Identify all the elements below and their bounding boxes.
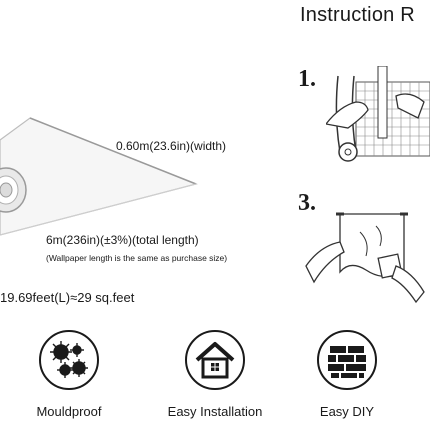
step-3-illustration	[305, 212, 425, 304]
easy-installation-label: Easy Installation	[167, 404, 263, 419]
step-3-number: 3.	[298, 190, 316, 216]
area-text: 19.69feet(L)≈29 sq.feet	[0, 290, 135, 305]
step-1-illustration	[326, 66, 430, 162]
feature-mouldproof: Mouldproof	[14, 330, 124, 419]
mouldproof-label: Mouldproof	[36, 404, 102, 419]
instruction-title: Instruction R	[300, 4, 415, 26]
feature-easy-diy: Easy DIY	[292, 330, 402, 419]
width-dimension: 0.60m(23.6in)(width)	[116, 139, 227, 153]
house-icon	[185, 330, 245, 390]
length-dimension: 6m(236in)(±3%)(total length)	[46, 233, 199, 247]
easy-diy-label: Easy DIY	[319, 404, 375, 419]
brick-wall-icon	[317, 330, 377, 390]
feature-easy-installation: Easy Installation	[160, 330, 270, 419]
length-note: (Wallpaper length is the same as purchas…	[46, 253, 228, 263]
step-1-number: 1.	[298, 66, 316, 92]
wallpaper-roll-diagram	[0, 117, 198, 236]
mold-spores-icon	[39, 330, 99, 390]
